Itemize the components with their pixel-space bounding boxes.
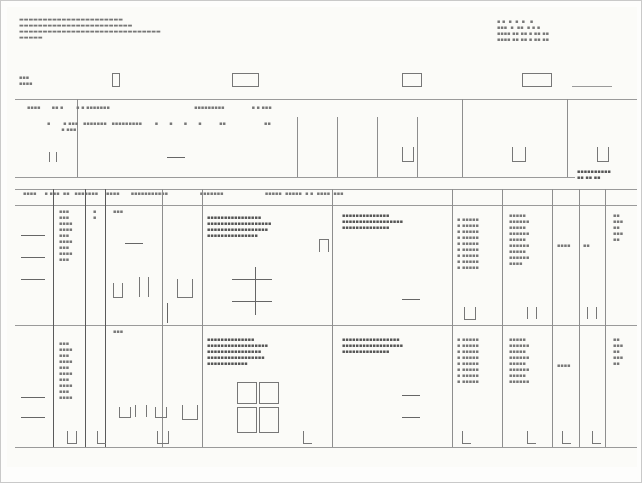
rule-1 <box>15 99 637 100</box>
header-right-block: ▪ ▪ ▪ ▪ ▪ ▪ ▪▪▪ ▪ ▪▪ ▪ ▪ ▪ ▪▪▪▪ ▪▪ ▪▪ ▪ … <box>497 19 549 43</box>
row1-col2-text: ▪▪▪ ▪▪▪ ▪▪▪▪ ▪▪▪▪ ▪▪▪ ▪▪▪▪ ▪▪▪ ▪▪▪▪ ▪▪▪ <box>59 209 73 263</box>
row2-box-d <box>182 405 198 420</box>
header-box-3 <box>402 73 422 87</box>
row2-box-c <box>155 407 167 418</box>
upper-mark-5 <box>597 147 609 162</box>
upper-vrule-d <box>377 117 378 177</box>
bottom-box-4 <box>303 431 312 444</box>
bottom-box-8 <box>592 431 601 444</box>
header-row-labels: ▪▪▪ ▪▪▪▪ <box>19 75 33 87</box>
row2-desc-block: ▪▪▪▪▪▪▪▪▪▪▪▪▪▪ ▪▪▪▪▪▪▪▪▪▪▪▪▪▪▪▪▪▪ ▪▪▪▪▪▪… <box>207 337 268 367</box>
row2-h-a <box>402 417 420 418</box>
header-issuer-block: ▬▬▬▬▬▬▬▬▬▬▬▬▬▬▬▬▬▬▬▬▬▬ ▬▬▬▬▬▬▬▬▬▬▬▬▬▬▬▬▬… <box>19 17 161 41</box>
left-tick-4 <box>21 397 45 398</box>
rule-3 <box>15 189 637 190</box>
upper-vrule-b <box>297 117 298 177</box>
row2-col4-text: ▪▪▪ <box>113 329 124 335</box>
right-header-cluster: ▪▪▪▪▪▪▪▪▪▪ ▪▪ ▪▪ ▪▪ <box>577 169 611 181</box>
row1-box-b <box>139 277 149 297</box>
col-rule-1 <box>53 189 54 447</box>
upper-band-values: ▪ ▪ ▪▪▪ ▪▪▪▪▪▪▪ ▪▪▪▪▪▪▪▪▪ ▪ ▪ ▪ ▪ ▪▪ ▪▪ … <box>47 121 271 133</box>
header-box-4 <box>522 73 552 87</box>
upper-vrule-e <box>417 117 418 177</box>
col-rule-10 <box>579 189 580 447</box>
row1-desc-block: ▪▪▪▪▪▪▪▪▪▪▪▪▪▪▪▪ ▪▪▪▪▪▪▪▪▪▪▪▪▪▪▪▪▪▪▪ ▪▪▪… <box>207 215 272 239</box>
rule-2 <box>15 177 575 178</box>
bottom-box-6 <box>527 431 536 444</box>
row1-col10-text: ▪▪▪▪ <box>557 243 571 249</box>
row1-desc-block-2: ▪▪▪▪▪▪▪▪▪▪▪▪▪▪ ▪▪▪▪▪▪▪▪▪▪▪▪▪▪▪▪▪▪ ▪▪▪▪▪▪… <box>342 213 403 231</box>
bottom-box-7 <box>562 431 571 444</box>
header-box-1 <box>112 73 120 87</box>
row1-col8-text: ▪ ▪▪▪▪▪ ▪ ▪▪▪▪▪ ▪ ▪▪▪▪▪ ▪ ▪▪▪▪▪ ▪ ▪▪▪▪▪ … <box>457 217 479 271</box>
col-rule-3 <box>105 189 106 447</box>
rule-4 <box>15 325 637 326</box>
form-sheet: ▬▬▬▬▬▬▬▬▬▬▬▬▬▬▬▬▬▬▬▬▬▬ ▬▬▬▬▬▬▬▬▬▬▬▬▬▬▬▬▬… <box>7 7 637 467</box>
table-header-rule <box>15 205 637 206</box>
upper-vrule-g <box>567 99 568 177</box>
upper-mark-3 <box>402 147 414 162</box>
row2-desc-block-2: ▪▪▪▪▪▪▪▪▪▪▪▪▪▪▪▪▪ ▪▪▪▪▪▪▪▪▪▪▪▪▪▪▪▪▪▪ ▪▪▪… <box>342 337 403 355</box>
left-tick-2 <box>21 257 45 258</box>
row1-h-b <box>232 301 272 302</box>
row2-col2-text: ▪▪▪ ▪▪▪▪ ▪▪▪ ▪▪▪▪ ▪▪▪ ▪▪▪▪ ▪▪▪ ▪▪▪▪ ▪▪▪ … <box>59 341 73 401</box>
upper-mark-1 <box>49 152 57 162</box>
upper-vrule-f <box>462 99 463 177</box>
row1-box-d <box>464 307 476 320</box>
row1-box-c <box>177 279 193 298</box>
upper-mark-4 <box>512 147 526 162</box>
row2-box-grid-3 <box>237 407 257 433</box>
row1-h-a <box>232 279 272 280</box>
row1-col12-text: ▪▪ ▪▪▪ ▪▪ ▪▪▪ ▪▪ <box>613 213 624 243</box>
col-rule-5 <box>202 189 203 447</box>
row2-box-grid-2 <box>259 382 279 404</box>
bottom-box-2 <box>97 431 106 444</box>
bottom-box-5 <box>462 431 471 444</box>
upper-mark-2 <box>167 157 185 158</box>
left-tick-3 <box>21 279 45 280</box>
row1-col3-text: ▪ ▪ <box>93 209 97 221</box>
rule-5 <box>15 447 637 448</box>
header-box-2 <box>232 73 259 87</box>
row2-box-grid-1 <box>237 382 257 404</box>
left-tick-1 <box>21 235 45 236</box>
row1-box-e <box>527 307 537 319</box>
col-rule-7 <box>452 189 453 447</box>
row1-box-a <box>113 283 123 298</box>
table-header-labels: ▪▪▪▪ ▪ ▪▪▪ ▪▪ ▪▪▪▪▪▪▪ ▪▪▪▪ ▪▪▪▪▪▪▪▪▪▪▪ ▪… <box>23 191 344 197</box>
header-rule-short <box>572 86 612 87</box>
row1-box-f <box>587 307 597 319</box>
left-tick-5 <box>21 417 45 418</box>
col-rule-11 <box>605 189 606 447</box>
row1-v-a <box>255 267 256 315</box>
row2-box-b <box>135 405 147 417</box>
col-rule-6 <box>332 189 333 447</box>
row2-col10-text: ▪▪▪▪ <box>557 363 571 369</box>
col-rule-4 <box>162 189 163 447</box>
col-rule-9 <box>552 189 553 447</box>
upper-vrule-c <box>337 117 338 177</box>
row2-box-a <box>119 407 131 418</box>
row1-h-c <box>402 299 420 300</box>
upper-band-labels: ▪▪▪▪ ▪▪ ▪ ▪ ▪ ▪▪▪▪▪▪▪ ▪▪▪▪▪▪▪▪▪ ▪ ▪ ▪▪▪ <box>27 105 272 111</box>
row2-col9-text: ▪▪▪▪▪ ▪▪▪▪▪▪ ▪▪▪▪▪ ▪▪▪▪▪▪ ▪▪▪▪▪ ▪▪▪▪▪▪ ▪… <box>509 337 530 385</box>
row2-col12-text: ▪▪ ▪▪▪ ▪▪ ▪▪▪ ▪▪ <box>613 337 624 367</box>
col-rule-2 <box>85 189 86 447</box>
upper-vrule-a <box>77 99 78 177</box>
row1-box-small <box>319 239 329 252</box>
row2-box-grid-4 <box>259 407 279 433</box>
row2-h-b <box>402 395 420 396</box>
row1-col4-rule <box>125 243 143 244</box>
row1-col11-text: ▪▪ <box>583 243 590 249</box>
row1-v-b <box>167 303 168 323</box>
row2-col8-text: ▪ ▪▪▪▪▪ ▪ ▪▪▪▪▪ ▪ ▪▪▪▪▪ ▪ ▪▪▪▪▪ ▪ ▪▪▪▪▪ … <box>457 337 479 385</box>
bottom-box-3 <box>157 431 169 444</box>
row1-col9-text: ▪▪▪▪▪ ▪▪▪▪▪▪ ▪▪▪▪▪ ▪▪▪▪▪▪ ▪▪▪▪▪ ▪▪▪▪▪▪ ▪… <box>509 213 530 267</box>
row1-col4-text: ▪▪▪ <box>113 209 124 215</box>
bottom-box-1 <box>67 431 77 444</box>
col-rule-8 <box>502 189 503 447</box>
